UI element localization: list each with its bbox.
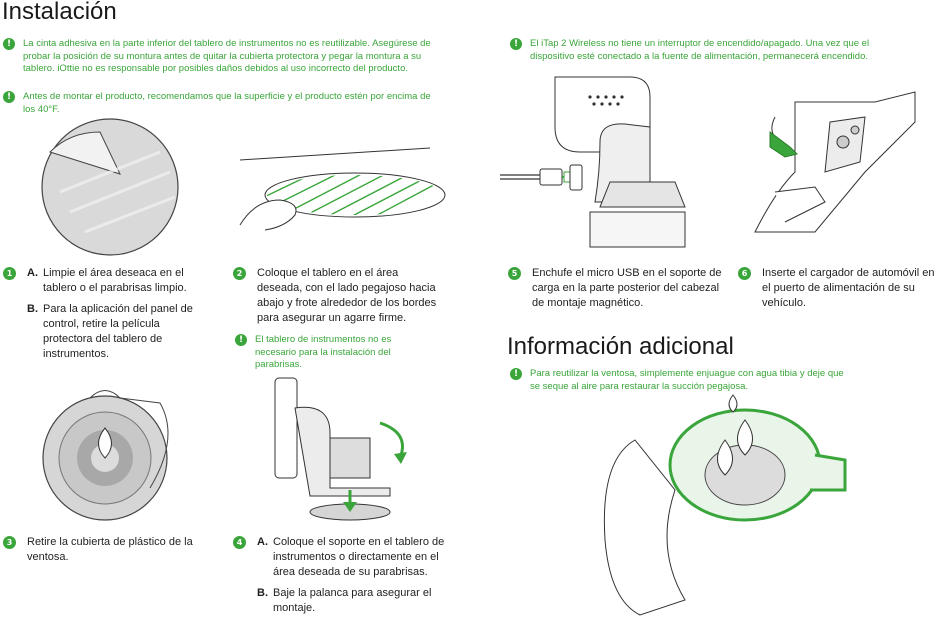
step-1a: A. Limpie el área deseaca en el tablero o… bbox=[27, 266, 198, 296]
step-sublabel: A. bbox=[27, 267, 38, 279]
step-6-text: Inserte el cargador de automóvil en el p… bbox=[762, 267, 935, 309]
suction-cup-peel-cover-illustration bbox=[42, 390, 169, 521]
step-number-badge: 2 bbox=[233, 267, 246, 280]
dash-pad-press-illustration bbox=[239, 147, 446, 231]
note-adhesive: ! La cinta adhesiva en la parte inferior… bbox=[3, 38, 443, 76]
heading-additional-info: Información adicional bbox=[507, 333, 734, 360]
heading-installation: Instalación bbox=[2, 0, 117, 25]
step-4a-text: Coloque el soporte en el tablero de inst… bbox=[273, 536, 445, 578]
dash-pad-peel-film-illustration bbox=[41, 118, 179, 256]
note-wireless-text: El iTap 2 Wireless no tiene un interrupt… bbox=[530, 38, 870, 62]
step-4b: B. Baje la palanca para asegurar el monta… bbox=[257, 586, 448, 616]
step-number-badge: 3 bbox=[3, 536, 16, 549]
step-4b-text: Baje la palanca para asegurar el montaje… bbox=[273, 587, 432, 614]
info-icon: ! bbox=[3, 38, 15, 50]
car-charger-socket-illustration bbox=[754, 91, 916, 233]
step-number-badge: 4 bbox=[233, 536, 246, 549]
step-1b-text: Para la aplicación del panel de control,… bbox=[43, 303, 193, 360]
step-4a: A. Coloque el soporte en el tablero de in… bbox=[257, 535, 448, 580]
note-wireless: ! El iTap 2 Wireless no tiene un interru… bbox=[510, 38, 915, 63]
suction-cup-rinse-illustration bbox=[603, 394, 847, 616]
step-5: 5 Enchufe el micro USB en el soporte de … bbox=[508, 266, 723, 311]
step-1: 1 A. Limpie el área deseaca en el tablero… bbox=[3, 266, 198, 362]
note-dashboard: ! El tablero de instrumentos no es neces… bbox=[235, 334, 435, 372]
micro-usb-plug-illustration bbox=[500, 76, 686, 248]
step-3-text: Retire la cubierta de plástico de la ven… bbox=[27, 536, 193, 563]
info-icon: ! bbox=[510, 38, 522, 50]
note-dashboard-text: El tablero de instrumentos no es necesar… bbox=[255, 334, 392, 370]
info-icon: ! bbox=[3, 91, 15, 103]
step-sublabel: A. bbox=[257, 536, 268, 548]
step-1a-text: Limpie el área deseaca en el tablero o e… bbox=[43, 267, 187, 294]
mount-lever-lock-illustration bbox=[274, 377, 407, 521]
note-adhesive-text: La cinta adhesiva en la parte inferior d… bbox=[23, 38, 431, 74]
note-temperature-text: Antes de montar el producto, recomendamo… bbox=[23, 91, 431, 115]
step-number-badge: 6 bbox=[738, 267, 751, 280]
note-suction: ! Para reutilizar la ventosa, simplement… bbox=[510, 368, 855, 393]
step-4: 4 A. Coloque el soporte en el tablero de … bbox=[233, 535, 448, 616]
step-3: 3 Retire la cubierta de plástico de la v… bbox=[3, 535, 193, 565]
step-5-text: Enchufe el micro USB en el soporte de ca… bbox=[532, 267, 722, 309]
info-icon: ! bbox=[510, 368, 522, 380]
step-2-text: Coloque el tablero en el área deseada, c… bbox=[257, 267, 437, 324]
step-sublabel: B. bbox=[27, 303, 38, 315]
note-temperature: ! Antes de montar el producto, recomenda… bbox=[3, 91, 443, 116]
step-sublabel: B. bbox=[257, 587, 268, 599]
step-1b: B. Para la aplicación del panel de contro… bbox=[27, 302, 198, 362]
step-6: 6 Inserte el cargador de automóvil en el… bbox=[738, 266, 946, 311]
note-suction-text: Para reutilizar la ventosa, simplemente … bbox=[530, 368, 844, 392]
step-2: 2 Coloque el tablero en el área deseada,… bbox=[233, 266, 438, 326]
info-icon: ! bbox=[235, 334, 247, 346]
step-number-badge: 5 bbox=[508, 267, 521, 280]
step-number-badge: 1 bbox=[3, 267, 16, 280]
